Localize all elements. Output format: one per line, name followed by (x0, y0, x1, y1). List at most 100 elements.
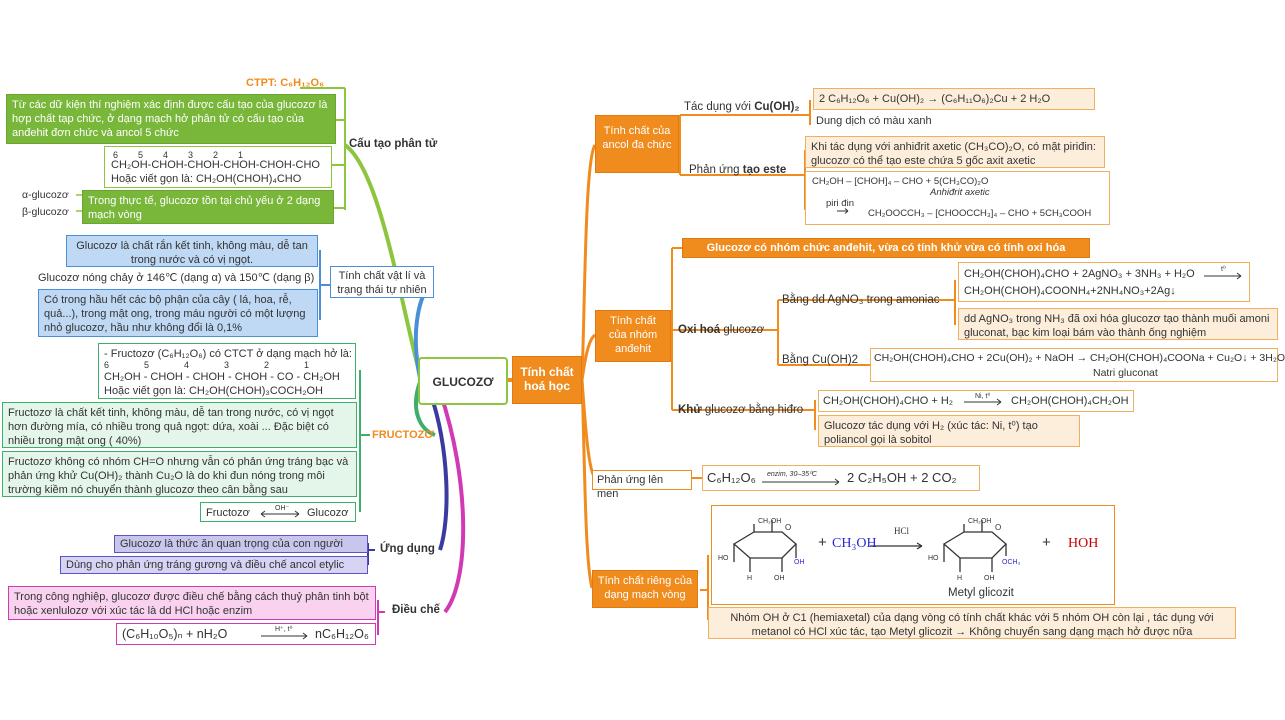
khu-note: Glucozơ tác dụng với H₂ (xúc tác: Ni, t⁰… (818, 415, 1080, 447)
plus-sign-2: + (1042, 534, 1051, 551)
fructozo-label[interactable]: FRUCTOZƠ (372, 429, 434, 441)
ring2-och3: OCH₃ (1002, 559, 1021, 566)
ung-dung-p1: Glucozơ là thức ăn quan trọng của con ng… (114, 535, 368, 553)
oxi-label: Oxi hoá glucozơ (678, 323, 764, 337)
methanol: CH₃OH (832, 536, 877, 551)
cau-tao-ring: Trong thực tế, glucozơ tồn tại chủ yếu ở… (82, 190, 334, 224)
este-eq-line1: CH₂OH – [CHOH]₄ – CHO + 5(CH₃CO)₂O (812, 176, 989, 187)
andehit-heading: Glucozơ có nhóm chức anđehit, vừa có tín… (682, 238, 1090, 258)
ring2-oxygen: O (995, 523, 1001, 532)
fructozo-eq-cond: OH⁻ (275, 505, 290, 512)
glucose-open-formula: CH₂OH-CHOH-CHOH-CHOH-CHOH-CHO (111, 159, 320, 171)
ancol-label[interactable]: Tính chất của ancol đa chức (595, 115, 679, 173)
ring1-ch2oh: CH₂OH (758, 518, 781, 525)
cu-note: Dung dịch có màu xanh (816, 115, 932, 127)
agno3-note: dd AgNO₃ trong NH₃ đã oxi hóa glucozơ tạ… (958, 308, 1278, 340)
hoa-hoc-hub[interactable]: Tính chất hoá học (512, 356, 582, 404)
arrow-right-icon (762, 478, 840, 486)
fructozo-p2: Fructozơ là chất kết tinh, không màu, dễ… (2, 402, 357, 448)
agno3-eq: CH₂OH(CHOH)₄CHO + 2AgNO₃ + 3NH₃ + H₂O t⁰… (958, 262, 1250, 302)
vat-li-p1: Glucozơ là chất rắn kết tinh, không màu,… (66, 235, 318, 267)
cu-label-b: Cu(OH)₂ (754, 101, 800, 113)
cuoh-eq-name: Natri gluconat (1093, 367, 1158, 379)
dieu-che-eq-right: nC₆H₁₂O₆ (315, 627, 369, 641)
cuoh-eq: CH₂OH(CHOH)₄CHO + 2Cu(OH)₂ + NaOH → CH₂O… (870, 348, 1285, 382)
khu-label: Khử glucozơ bằng hiđro (678, 403, 803, 417)
cau-tao-label[interactable]: Cấu tạo phân tử (349, 138, 438, 150)
vat-li-label[interactable]: Tính chất vật lí và trạng thái tự nhiên (330, 266, 434, 298)
este-label-a: Phản ứng (689, 164, 743, 176)
este-label: Phản ứng tạo este (689, 163, 786, 177)
oxi-label-a: Oxi hoá (678, 324, 721, 336)
ring1-oxygen: O (785, 523, 791, 532)
equilibrium-arrow-icon (260, 510, 300, 518)
ring1-h: H (747, 575, 752, 582)
cuoh-eq-line: CH₂OH(CHOH)₄CHO + 2Cu(OH)₂ + NaOH → CH₂O… (874, 352, 1285, 364)
pyranose-rings: CH₂OH O HO H OH OH CH₂OH O HO H OH OCH₃ (718, 518, 1021, 582)
rieng-label[interactable]: Tính chất riêng của dạng mạch vòng (592, 570, 698, 608)
este-desc: Khi tác dụng với anhiđrit axetic (CH₃CO)… (805, 136, 1105, 168)
cau-tao-desc: Từ các dữ kiện thí nghiệm xác định được … (6, 94, 336, 144)
carbon-numbers: 6 5 4 3 2 1 (113, 150, 244, 160)
fructozo-p1: - Fructozơ (C₆H₁₂O₆) có CTCT ở dạng mạch… (98, 343, 356, 399)
ring1-c1-oh: OH (794, 559, 805, 566)
plus-sign-1: + (818, 534, 827, 551)
len-men-eq-cond: enzim, 30–35⁰C (767, 471, 817, 478)
khu-label-a: Khử (678, 404, 702, 416)
cu-eq: 2 C₆H₁₂O₆ + Cu(OH)₂ → (C₆H₁₁O₆)₂Cu + 2 H… (813, 88, 1095, 110)
fructozo-short-formula: Hoặc viết gọn là: CH₂OH(CHOH)₃COCH₂OH (104, 385, 324, 397)
khu-label-b: glucozơ bằng hiđro (701, 404, 804, 416)
len-men-eq-left: C₆H₁₂O₆ (707, 470, 756, 485)
khu-eq-right: CH₂OH(CHOH)₄CH₂OH (1011, 395, 1129, 407)
agno3-label: Bằng dd AgNO₃ trong amoniac (782, 294, 940, 306)
cu-label-a: Tác dụng với (684, 101, 755, 113)
cuoh-label: Bằng Cu(OH)2 (782, 354, 859, 366)
cu-label: Tác dụng với Cu(OH)₂ (684, 100, 800, 114)
fructozo-carbon-numbers: 6 5 4 3 2 1 (104, 360, 310, 370)
cau-tao-formula-box: 6 5 4 3 2 1 CH₂OH-CHOH-CHOH-CHOH-CHOH-CH… (104, 146, 332, 188)
len-men-eq: C₆H₁₂O₆ enzim, 30–35⁰C 2 C₂H₅OH + 2 CO₂ (702, 465, 980, 491)
len-men-label[interactable]: Phản ứng lên men (592, 470, 692, 500)
fructozo-open-formula: CH₂OH - CHOH - CHOH - CHOH - CO - CH₂OH (104, 371, 340, 383)
ring1-oh: OH (774, 575, 785, 582)
ring2-ch2oh: CH₂OH (968, 518, 991, 525)
agno3-eq-cond: t⁰ (1221, 266, 1226, 273)
arrow-right-icon (261, 632, 308, 640)
khu-eq-left: CH₂OH(CHOH)₄CHO + H₂ (823, 395, 954, 407)
ring1-ho: HO (718, 555, 729, 562)
este-eq: CH₂OH – [CHOH]₄ – CHO + 5(CH₃CO)₂O Anhiđ… (805, 171, 1110, 225)
vat-li-p3: Có trong hầu hết các bộ phận của cây ( l… (38, 289, 318, 337)
agno3-eq-line2: CH₂OH(CHOH)₄COONH₄+2NH₄NO₃+2Ag↓ (964, 285, 1176, 297)
andehit-label[interactable]: Tính chất của nhóm anđehit (595, 310, 671, 362)
arrow-right-icon (1204, 272, 1242, 280)
hcl-catalyst: HCl (894, 526, 910, 536)
ring2-oh: OH (984, 575, 995, 582)
dieu-che-p1: Trong công nghiệp, glucozơ được điều chế… (8, 586, 376, 620)
center-node[interactable]: GLUCOZƠ (418, 357, 508, 405)
ring2-h: H (957, 575, 962, 582)
arrow-right-icon (964, 398, 1002, 406)
fructozo-eq-right: Glucozơ (307, 507, 349, 519)
methyl-glycoside-reaction: CH₂OH O HO H OH OH CH₂OH O HO H OH OCH₃ … (711, 505, 1115, 605)
vat-li-p2: Glucozơ nóng chảy ở 146℃ (dạng α) và 150… (38, 272, 315, 284)
ung-dung-p2: Dùng cho phản ứng tráng gương và điều ch… (60, 556, 368, 574)
dieu-che-label[interactable]: Điều chế (392, 604, 440, 616)
este-eq-line4: CH₂OOCCH₃ – [CHOOCCH₃]₄ – CHO + 5CH₃COOH (868, 208, 1092, 219)
fructozo-p3: Fructozơ không có nhóm CH=O nhưng vẫn có… (2, 451, 357, 497)
ung-dung-label[interactable]: Ứng dụng (380, 543, 435, 555)
oxi-label-b: glucozơ (720, 324, 765, 336)
este-eq-line2: Anhiđrit axetic (930, 187, 990, 198)
fructozo-equilibrium: Fructozơ OH⁻ Glucozơ (200, 502, 356, 522)
beta-glucose: β-glucozơ (22, 206, 69, 218)
len-men-eq-right: 2 C₂H₅OH + 2 CO₂ (847, 470, 957, 485)
fructozo-eq-left: Fructozơ (206, 507, 250, 519)
dieu-che-eq: (C₆H₁₀O₅)ₙ + nH₂O H⁺, t⁰ nC₆H₁₂O₆ (116, 623, 376, 645)
alpha-glucose: α-glucozơ (22, 189, 69, 201)
ring2-ho: HO (928, 555, 939, 562)
methyl-glycoside-name: Metyl glicozit (948, 587, 1014, 599)
arrow-right-icon (837, 208, 849, 214)
este-eq-line3: piri đin (826, 198, 854, 209)
water: HOH (1068, 536, 1099, 551)
cau-tao-ctpt: CTPT: C₆H₁₂O₆ (246, 77, 325, 89)
dieu-che-eq-left: (C₆H₁₀O₅)ₙ + nH₂O (122, 627, 228, 641)
